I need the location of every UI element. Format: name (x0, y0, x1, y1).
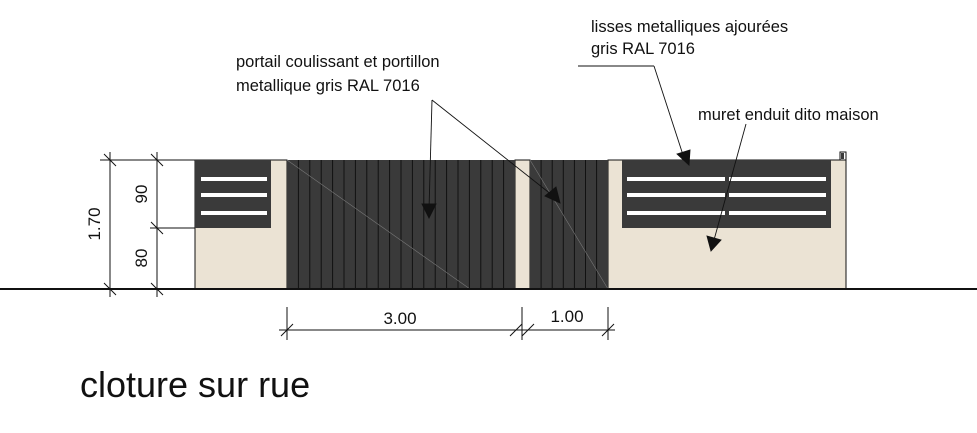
right-rails (627, 177, 826, 215)
gate-swing-line (286, 159, 471, 290)
middle-pillar (514, 159, 531, 290)
dim-lower-height-label: 80 (132, 249, 151, 268)
gate-annotation-line-2: metallique gris RAL 7016 (236, 77, 420, 95)
dim-upper-height-label: 90 (132, 185, 151, 204)
dim-widths (279, 307, 615, 340)
dim-total-height (100, 152, 195, 297)
dim-gate-width-label: 3.00 (383, 309, 416, 328)
dim-split-height (150, 152, 195, 297)
wall-annotation: muret enduit dito maison (698, 106, 879, 124)
rails-annotation-line-2: gris RAL 7016 (591, 40, 695, 58)
wicket-swing-line (529, 159, 609, 290)
wicket-slats (540, 160, 598, 289)
leader-lines (421, 65, 747, 252)
gate-slats (297, 160, 505, 289)
rails-annotation-line-1: lisses metalliques ajourées (591, 18, 789, 36)
dim-total-height-label: 1.70 (85, 207, 104, 240)
left-rails (201, 177, 267, 215)
dim-wicket-width-label: 1.00 (550, 307, 583, 326)
wall-cap-post-dark (841, 153, 844, 159)
drawing-title: cloture sur rue (80, 364, 311, 405)
gate-annotation-line-1: portail coulissant et portillon (236, 53, 440, 71)
